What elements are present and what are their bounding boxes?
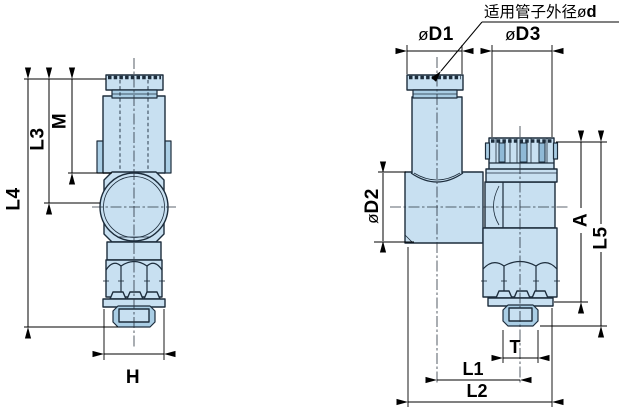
dim-label-l3: L3 [28, 127, 49, 150]
side-hex-nut [481, 227, 560, 298]
dim-label-h: H [126, 367, 140, 388]
front-view: L4 L3 M H [4, 58, 176, 388]
front-centerlines [92, 58, 176, 347]
front-dimensions: L4 L3 M H [4, 67, 176, 388]
dim-t: T [491, 330, 550, 363]
side-elbow-body [404, 171, 484, 244]
dim-label-a: A [571, 213, 592, 227]
side-port-cap [406, 74, 464, 99]
dim-label-l2: L2 [466, 381, 487, 401]
side-centerlines [390, 57, 568, 385]
front-release-cap [105, 74, 164, 99]
dim-label-t: T [510, 337, 521, 357]
side-swivel-knob [484, 137, 559, 183]
front-thread-stem [112, 305, 156, 328]
dim-l5: L5 [540, 130, 612, 338]
side-thread-stem [502, 304, 539, 327]
dim-h: H [92, 309, 176, 388]
dim-d1: øD1 [395, 24, 474, 74]
dim-label-l4: L4 [4, 187, 25, 210]
front-hidden-bore-lines [119, 80, 149, 170]
dim-l2: L2 [396, 247, 564, 407]
dim-label-l5: L5 [591, 226, 612, 249]
dim-l3: L3 [28, 67, 53, 215]
dim-label-d3: øD3 [505, 24, 541, 45]
side-dimensions: øD1 øD3 øD2 [362, 24, 612, 407]
tube-od-note: 适用管子外径ød [431, 3, 619, 82]
dim-label-d1: øD1 [418, 24, 454, 45]
dim-d3: øD3 [480, 24, 564, 137]
dim-label-d2: øD2 [362, 188, 383, 224]
dim-label-m: M [50, 113, 71, 129]
dim-d2: øD2 [362, 161, 414, 253]
dim-l1: L1 [425, 359, 532, 384]
dim-label-l1: L1 [462, 359, 483, 379]
dim-l4: L4 [4, 67, 32, 339]
note-label: 适用管子外径ød [484, 3, 597, 21]
side-washer [487, 290, 554, 307]
dim-m: M [50, 67, 76, 185]
side-view: 适用管子外径ød øD1 øD3 [362, 3, 619, 407]
dim-a: A [554, 130, 607, 314]
